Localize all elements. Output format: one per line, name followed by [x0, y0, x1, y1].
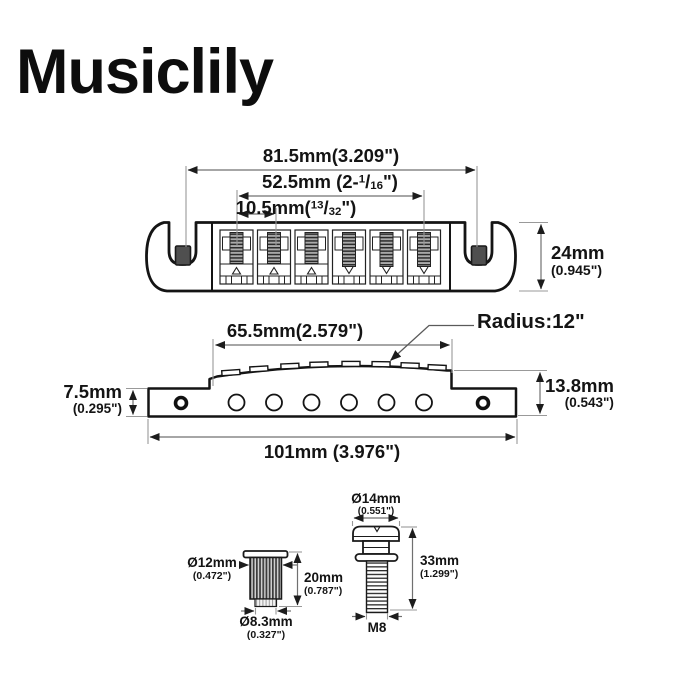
stud-hole-right: [475, 395, 491, 411]
bridge-top-outline: [145, 221, 517, 293]
stud-head-diameter-label: Ø14mm (0.551"): [351, 491, 401, 517]
stud-hole-left: [173, 395, 189, 411]
dim-overall-width-label: 81.5mm(3.209"): [262, 145, 400, 166]
radius-leader-line: [390, 324, 474, 361]
screw-extension-lines: [351, 521, 417, 620]
dim-saddle-spacing-label: 10.5mm(13/32"): [235, 197, 357, 218]
bushing-bottom: [254, 598, 278, 608]
side-view-dimension-lines: [128, 340, 545, 442]
dim-overall-length-label: 101mm (3.976"): [263, 441, 401, 462]
mounting-holes: [173, 393, 491, 412]
bushing-height-label: 20mm (0.787"): [304, 570, 344, 597]
dim-total-height-label: 13.8mm (0.543"): [545, 375, 614, 410]
radius-label: Radius:12": [477, 310, 585, 333]
screw-washer: [354, 553, 399, 562]
top-view-dimension-lines: [187, 165, 546, 290]
stud-length-label: 33mm (1.299"): [420, 553, 460, 580]
screw-slot: [373, 526, 381, 533]
screw-head: [352, 525, 400, 542]
bushing-bottom-diameter-label: Ø8.3mm (0.327"): [239, 614, 293, 641]
bushing-extension-lines: [254, 551, 302, 615]
bushing-body: [249, 556, 283, 600]
stud-anchor-right: [470, 245, 488, 266]
dim-saddle-span-label: 65.5mm(2.579"): [226, 320, 364, 341]
top-view-extension-lines: [185, 166, 548, 292]
bridge-side-profile: [147, 364, 518, 418]
bushing-top-diameter-label: Ø12mm (0.472"): [187, 555, 237, 582]
brand-logo: Musiclily: [16, 37, 274, 107]
stud-screw-drawing: [351, 513, 417, 621]
side-view-drawing: [126, 324, 547, 444]
top-view-drawing: [145, 165, 548, 293]
saddle-notches: [220, 360, 447, 377]
bushing-flange: [242, 550, 289, 559]
dim-string-spread-label: 52.5mm (2-1/16"): [262, 171, 398, 192]
dim-base-height-label: 7.5mm (0.295"): [63, 381, 122, 416]
bushing-drawing: [238, 550, 302, 616]
screw-dimension-lines: [352, 513, 417, 621]
bushing-dimension-lines: [238, 552, 302, 616]
dim-body-height-label: 24mm (0.945"): [551, 242, 605, 278]
screw-threads: [365, 560, 389, 614]
stud-anchor-left: [174, 245, 192, 266]
stud-thread-label: M8: [367, 620, 387, 635]
side-view-extension-lines: [126, 339, 547, 444]
